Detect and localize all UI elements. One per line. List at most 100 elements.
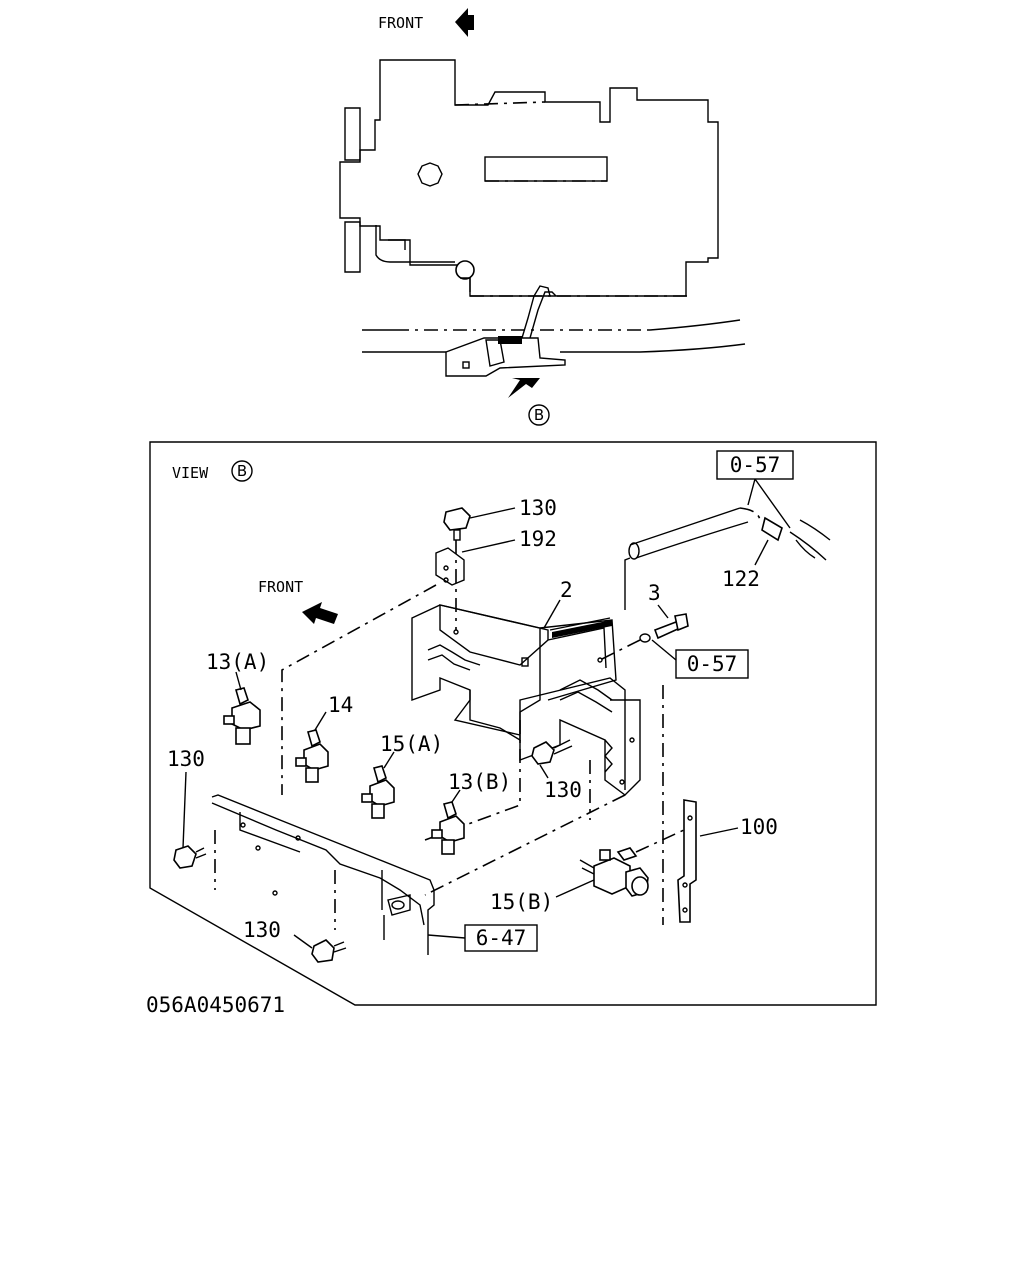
leader-0-57-mid	[651, 639, 677, 661]
lower-bracket-hole-2	[619, 779, 625, 785]
main-bracket-side	[539, 619, 617, 701]
bracket-hole-a	[453, 629, 459, 635]
bar-hole-2	[255, 845, 261, 851]
harness-wire	[427, 644, 481, 666]
valve-15b	[579, 847, 649, 897]
callout-13a: 13(A)	[206, 650, 269, 674]
hose-hidden	[739, 507, 761, 521]
bracket-100-hole	[687, 815, 693, 821]
washer	[639, 633, 651, 643]
assembly-line-4	[424, 794, 626, 896]
valve-14	[295, 729, 329, 783]
leader-130-mid	[539, 764, 549, 779]
view-b-title-circle	[231, 460, 253, 482]
ref-box-0-57-mid-text: 0-57	[687, 652, 738, 676]
leader-130-top	[469, 507, 516, 519]
bar-hole-4	[295, 835, 301, 841]
valve-block	[485, 339, 505, 367]
leader-13b	[451, 789, 461, 803]
callout-15b: 15(B)	[490, 890, 553, 914]
leader-122	[754, 539, 769, 566]
lower-bracket-hole	[629, 737, 635, 743]
callout-192: 192	[519, 527, 557, 551]
view-b-front-label: FRONT	[258, 578, 303, 596]
bolt-130-mid-shank	[553, 739, 573, 755]
bar-hole-3	[272, 890, 278, 896]
mounting-bar	[211, 794, 435, 955]
ref-box-0-57-mid	[675, 649, 749, 679]
hose-down	[624, 557, 631, 610]
view-marker: B	[534, 406, 544, 424]
callout-130-mid: 130	[544, 778, 582, 802]
frame-rail-top-2	[649, 319, 741, 331]
vacuum-hose-2	[635, 521, 749, 559]
breather-cap	[455, 260, 475, 280]
connector-comb	[549, 617, 611, 631]
drawing-code: 056A0450671	[146, 993, 285, 1017]
leader-6-47	[427, 934, 466, 939]
harness-wire-3	[559, 679, 613, 701]
bolt-130-top-head	[443, 507, 471, 531]
view-b-panel: VIEW B FRONT 0-57 0-57 6-47	[149, 441, 877, 1006]
bracket-hole	[462, 361, 470, 369]
lower-bracket-notch	[604, 739, 613, 773]
hose-right-2	[799, 519, 831, 541]
bolt-130-left-shank	[195, 847, 207, 859]
mounting-bar-lower	[211, 802, 425, 926]
front-arrow-icon	[455, 8, 474, 37]
bolt-130-bottom-shank	[333, 941, 347, 953]
view-b-front-arrow-icon	[302, 602, 338, 624]
bracket-100-hole-2	[682, 882, 688, 888]
engine-hidden-line	[454, 101, 546, 106]
frame-rail-bottom-2	[560, 343, 746, 353]
leader-14	[314, 711, 327, 731]
bolt-3-axis	[599, 639, 641, 661]
connector-comb-fill	[552, 620, 612, 638]
leader-130-left	[182, 771, 187, 849]
valve-connector	[498, 336, 522, 344]
hose-top-2	[529, 291, 557, 339]
hose-right	[789, 531, 827, 561]
leader-2	[543, 599, 561, 629]
main-bracket-side-2	[547, 627, 607, 669]
gear-icon	[417, 162, 443, 187]
leader-100	[699, 827, 739, 837]
bolt-130-bottom-head	[311, 939, 335, 963]
leader-15b	[555, 879, 595, 898]
callout-130-top: 130	[519, 496, 557, 520]
hose-top	[521, 285, 551, 339]
callout-100: 100	[740, 815, 778, 839]
harness-wire-2	[427, 654, 471, 671]
mounting-bar-slot	[391, 900, 405, 910]
leader-192	[461, 539, 516, 553]
bracket-192-hole-2	[443, 577, 449, 583]
bolt-130-top-shank	[453, 529, 461, 541]
valve-15b-axis	[635, 829, 685, 853]
callout-14: 14	[328, 693, 353, 717]
view-b-title: VIEW	[172, 464, 209, 482]
lower-bracket-flange	[610, 699, 626, 790]
bracket-hole-b	[597, 657, 603, 663]
leader-13a	[235, 671, 242, 691]
callout-13b: 13(B)	[448, 770, 511, 794]
hose-right-3	[795, 539, 816, 559]
view-marker-circle	[528, 404, 550, 426]
bolt-3-head	[674, 613, 689, 632]
vacuum-hose	[629, 507, 741, 546]
callout-122: 122	[722, 567, 760, 591]
bracket-100	[677, 799, 697, 923]
main-bracket-2	[411, 604, 541, 742]
engine-label-plate	[484, 156, 608, 182]
top-front-label: FRONT	[378, 14, 423, 32]
leader-3	[657, 604, 669, 619]
bolt-130-mid-head	[531, 741, 555, 765]
valve-13a	[223, 687, 261, 745]
harness-wire-4	[559, 691, 613, 713]
leader-130-bottom	[293, 934, 313, 949]
callout-130-left: 130	[167, 747, 205, 771]
hose-end	[628, 542, 640, 560]
view-arrow-icon	[508, 378, 540, 398]
view-b-border	[149, 441, 877, 1006]
bracket-192	[435, 547, 465, 586]
